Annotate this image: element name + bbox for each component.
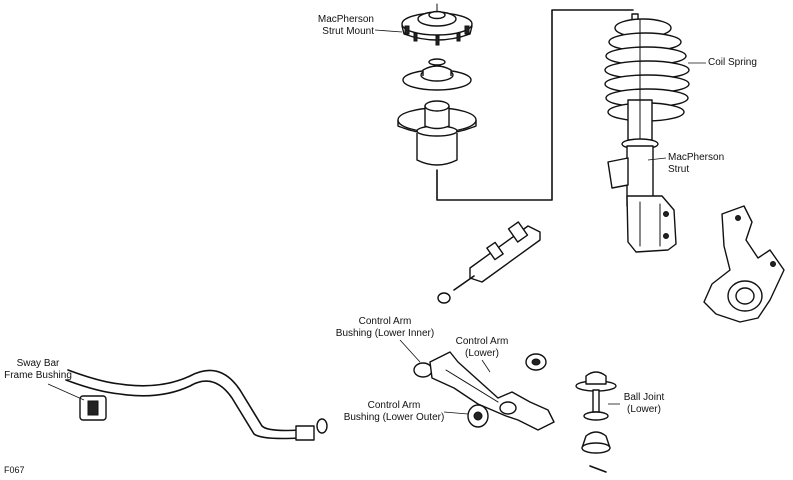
- bushing-outer-label-line1: Control Arm: [367, 400, 421, 411]
- strut-mount-label-line2: Strut Mount: [322, 26, 374, 37]
- ball-joint-label-line1: Ball Joint: [623, 392, 665, 403]
- control-arm-bushing-outer: [467, 404, 489, 428]
- strut-bearing-seat: [402, 58, 472, 91]
- sway-bar-bushing-label-line2: Frame Bushing: [4, 370, 72, 381]
- leader-sway-bar-bushing: [47, 383, 85, 401]
- leader-strut: [647, 157, 667, 161]
- bushing-outer-label: Control Arm Bushing (Lower Outer): [340, 400, 448, 424]
- bushing-inner-label-line1: Control Arm: [358, 316, 412, 327]
- strut-label-line2: Strut: [668, 164, 690, 175]
- mount-to-spring-connector-line: [436, 9, 634, 201]
- leader-bushing-outer: [443, 411, 469, 415]
- ball-joint-label-line2: (Lower): [627, 404, 661, 415]
- figure-code: F067: [4, 465, 25, 475]
- control-arm-label-line1: Control Arm: [455, 336, 509, 347]
- steering-knuckle: [703, 205, 785, 323]
- control-arm-label-line2: (Lower): [465, 348, 499, 359]
- strut-mount-label-line1: MacPherson: [317, 14, 374, 25]
- strut-label: MacPherson Strut: [668, 152, 724, 176]
- leader-control-arm: [481, 359, 491, 373]
- ball-joint: [575, 371, 617, 473]
- control-arm-label: Control Arm (Lower): [450, 336, 514, 360]
- sway-bar-bushing-label-line1: Sway Bar: [16, 358, 60, 369]
- sway-bar-frame-bushing: [79, 395, 107, 421]
- strut-mount-label: MacPherson Strut Mount: [300, 14, 374, 38]
- spring-seat-bumper: [397, 100, 477, 166]
- lower-control-arm: [413, 351, 555, 431]
- ball-joint-label: Ball Joint (Lower): [618, 392, 670, 416]
- control-arm-bushing-inner: [525, 353, 547, 371]
- sway-bar: [65, 369, 328, 441]
- strut-label-line1: MacPherson: [668, 152, 725, 163]
- leader-bushing-inner: [399, 339, 421, 363]
- bushing-inner-label-line2: Bushing (Lower Inner): [335, 328, 435, 339]
- sway-bar-link: [437, 221, 541, 304]
- bushing-inner-label: Control Arm Bushing (Lower Inner): [330, 316, 440, 340]
- coil-spring: [604, 13, 690, 141]
- leader-strut-mount: [374, 29, 403, 33]
- sway-bar-bushing-label: Sway Bar Frame Bushing: [2, 358, 74, 382]
- strut-mount-top-plate: [401, 3, 473, 46]
- macpherson-strut: [607, 138, 677, 253]
- coil-spring-label: Coil Spring: [708, 57, 757, 68]
- bushing-outer-label-line2: Bushing (Lower Outer): [343, 412, 445, 423]
